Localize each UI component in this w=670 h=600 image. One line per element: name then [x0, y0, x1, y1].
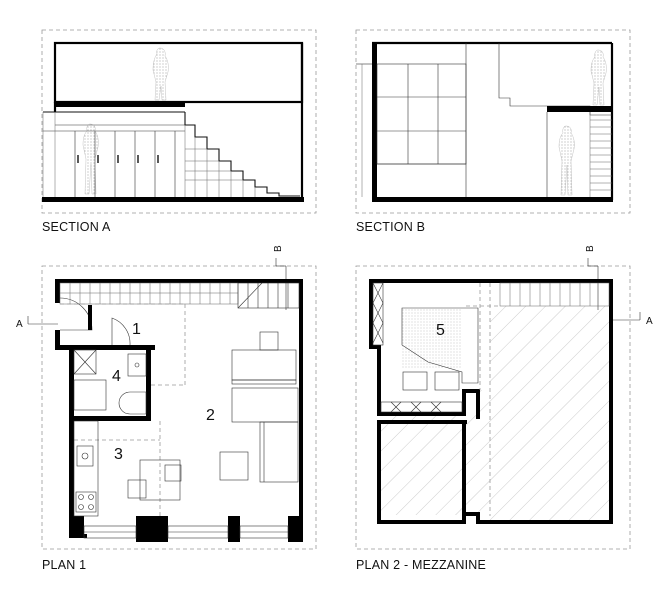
- plan-2-drawing: 5 A B: [355, 245, 653, 550]
- room-4-label: 4: [112, 368, 121, 385]
- section-marker-b: B: [273, 245, 284, 252]
- caption-plan-1: PLAN 1: [42, 558, 87, 572]
- human-figure-ground: [558, 125, 575, 196]
- human-figure-upper: [152, 47, 169, 101]
- section-marker-b-mezz: B: [585, 245, 596, 252]
- plan-1-drawing: 1 2 3 4 A B: [16, 245, 317, 550]
- room-2-label: 2: [206, 407, 215, 424]
- room-5-label: 5: [436, 322, 445, 339]
- section-marker-a-mezz: A: [646, 316, 653, 327]
- room-1-label: 1: [132, 321, 141, 338]
- caption-section-a: SECTION A: [42, 220, 111, 234]
- caption-section-b: SECTION B: [356, 220, 426, 234]
- caption-plan-2: PLAN 2 - MEZZANINE: [356, 558, 487, 572]
- section-a-drawing: [41, 29, 317, 214]
- room-3-label: 3: [114, 446, 123, 463]
- section-b-drawing: [355, 29, 631, 214]
- human-figure-mezzanine: [590, 49, 607, 106]
- section-marker-a: A: [16, 319, 23, 330]
- human-figure-lower: [82, 123, 99, 195]
